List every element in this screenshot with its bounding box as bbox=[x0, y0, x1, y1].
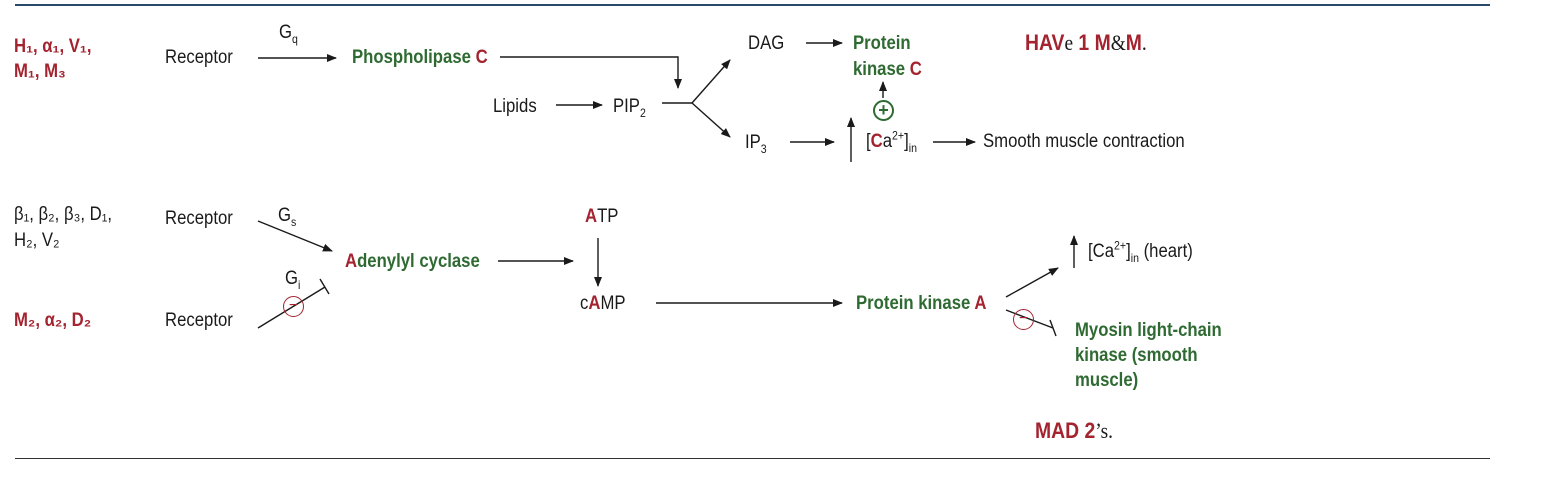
gs-protein-label: Gs bbox=[278, 205, 297, 229]
gi-receptor-label: Receptor bbox=[165, 310, 233, 331]
calcium-in-label: [Ca2+]in bbox=[866, 128, 917, 155]
gi-inhibit-bar bbox=[319, 278, 330, 295]
dag-label: DAG bbox=[748, 33, 785, 54]
mlck-line1: Myosin light-chain bbox=[1075, 320, 1222, 341]
havel-mnemonic: HAVe 1 M&M. bbox=[1025, 30, 1147, 55]
arrow-pip2-to-ip3 bbox=[691, 102, 731, 138]
arrow-pka-to-heart bbox=[1005, 267, 1059, 298]
atp-label: ATP bbox=[585, 206, 619, 227]
mlck-line3: muscle) bbox=[1075, 370, 1139, 391]
gq-receptor-label: Receptor bbox=[165, 47, 233, 68]
minus-icon: − bbox=[283, 296, 304, 317]
phospholipase-c: Phospholipase C bbox=[352, 47, 488, 68]
camp-label: cAMP bbox=[580, 293, 626, 314]
gi-protein-label: Gi bbox=[285, 268, 301, 292]
gq-protein-label: Gq bbox=[279, 22, 298, 46]
protein-kinase-a: Protein kinase A bbox=[856, 293, 987, 314]
top-rule bbox=[15, 4, 1490, 6]
protein-kinase-c-line1: Protein bbox=[853, 33, 911, 54]
mlck-line2: kinase (smooth bbox=[1075, 345, 1198, 366]
gs-receptor-label: Receptor bbox=[165, 208, 233, 229]
mad-mnemonic: MAD 2’s. bbox=[1035, 418, 1114, 443]
pip2-label: PIP2 bbox=[613, 96, 646, 120]
ip3-label: IP3 bbox=[745, 132, 767, 156]
protein-kinase-c-line2: kinase C bbox=[853, 59, 922, 80]
heart-calcium-label: [Ca2+]in (heart) bbox=[1088, 238, 1193, 265]
gq-receptors-line2: M₁, M₃ bbox=[14, 61, 66, 82]
arrow-gs-to-ac bbox=[257, 220, 333, 252]
adenylyl-cyclase: Adenylyl cyclase bbox=[345, 251, 480, 272]
arrow-pip2-to-dag bbox=[691, 59, 731, 104]
lipids-label: Lipids bbox=[493, 96, 537, 117]
gs-receptors-line2: H₂, V₂ bbox=[14, 230, 60, 251]
minus-icon: − bbox=[1013, 309, 1034, 330]
bottom-rule bbox=[15, 458, 1490, 459]
smooth-muscle-contraction: Smooth muscle contraction bbox=[983, 131, 1185, 152]
gq-receptors-line1: H₁, α₁, V₁, bbox=[14, 36, 92, 57]
arrow-plc-to-pip2 bbox=[500, 56, 682, 89]
plus-icon: + bbox=[873, 100, 894, 121]
gs-receptors-line1: β₁, β₂, β₃, D₁, bbox=[14, 204, 113, 225]
pka-inhibit-bar bbox=[1049, 319, 1057, 337]
gi-receptors: M₂, α₂, D₂ bbox=[14, 310, 92, 331]
